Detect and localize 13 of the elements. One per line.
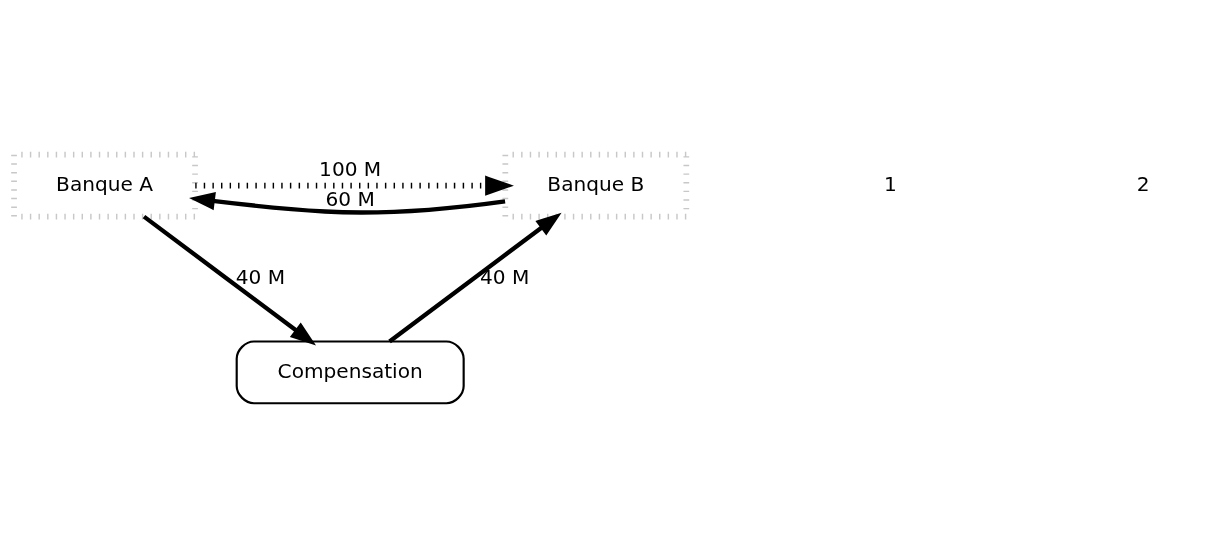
arrow <box>195 175 514 196</box>
node-box: Banque A <box>11 151 198 219</box>
edge-label: 40 M <box>235 264 286 289</box>
arrow <box>142 214 317 345</box>
edge-label: 40 M <box>479 264 530 289</box>
arrow <box>388 212 562 343</box>
edge-label: 60 M <box>325 186 375 211</box>
edge-label: 100 M <box>319 156 382 181</box>
node-box: Compensation <box>235 339 465 404</box>
arrow <box>189 191 506 215</box>
label: 2 <box>1136 171 1150 196</box>
node-box: Banque B <box>502 151 690 219</box>
label: 1 <box>883 171 897 196</box>
